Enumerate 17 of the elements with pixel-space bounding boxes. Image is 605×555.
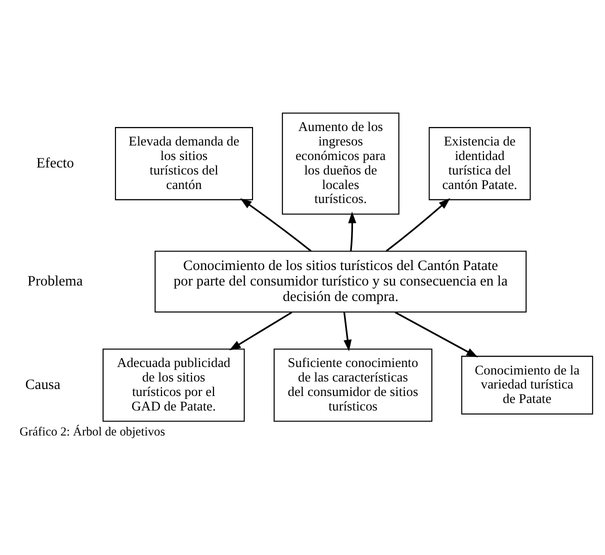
arrow bbox=[394, 311, 478, 357]
arrow bbox=[348, 211, 356, 251]
node-box: Conocimiento de los sitios turísticos del Cantón Patate por parte del consumidor turístico y su consecuencia en la decisión de compra. bbox=[154, 250, 527, 312]
node-box: Conocimiento de la variedad turística de Patate bbox=[461, 355, 594, 414]
caption: Gráfico 2: Árbol de objetivos bbox=[20, 424, 166, 438]
node-box: Adecuada publicidad de los sitios turísticos por el GAD de Patate. bbox=[102, 348, 245, 422]
arrow bbox=[343, 312, 352, 351]
node-box: Aumento de los ingresos económicos para los dueños de locales turísticos. bbox=[282, 112, 400, 214]
arrow bbox=[386, 198, 450, 252]
arrow bbox=[229, 311, 292, 350]
label: Efecto bbox=[36, 154, 74, 171]
node-box: Existencia de identidad turística del cantón Patate. bbox=[428, 126, 531, 200]
arrow bbox=[240, 198, 312, 252]
node-box: Elevada demanda de los sitios turísticos del cantón bbox=[114, 126, 254, 200]
node-box: Suficiente conocimiento de las características del consumidor de sitios turísticos bbox=[274, 348, 432, 422]
label: Problema bbox=[28, 272, 83, 289]
label: Causa bbox=[25, 376, 60, 392]
